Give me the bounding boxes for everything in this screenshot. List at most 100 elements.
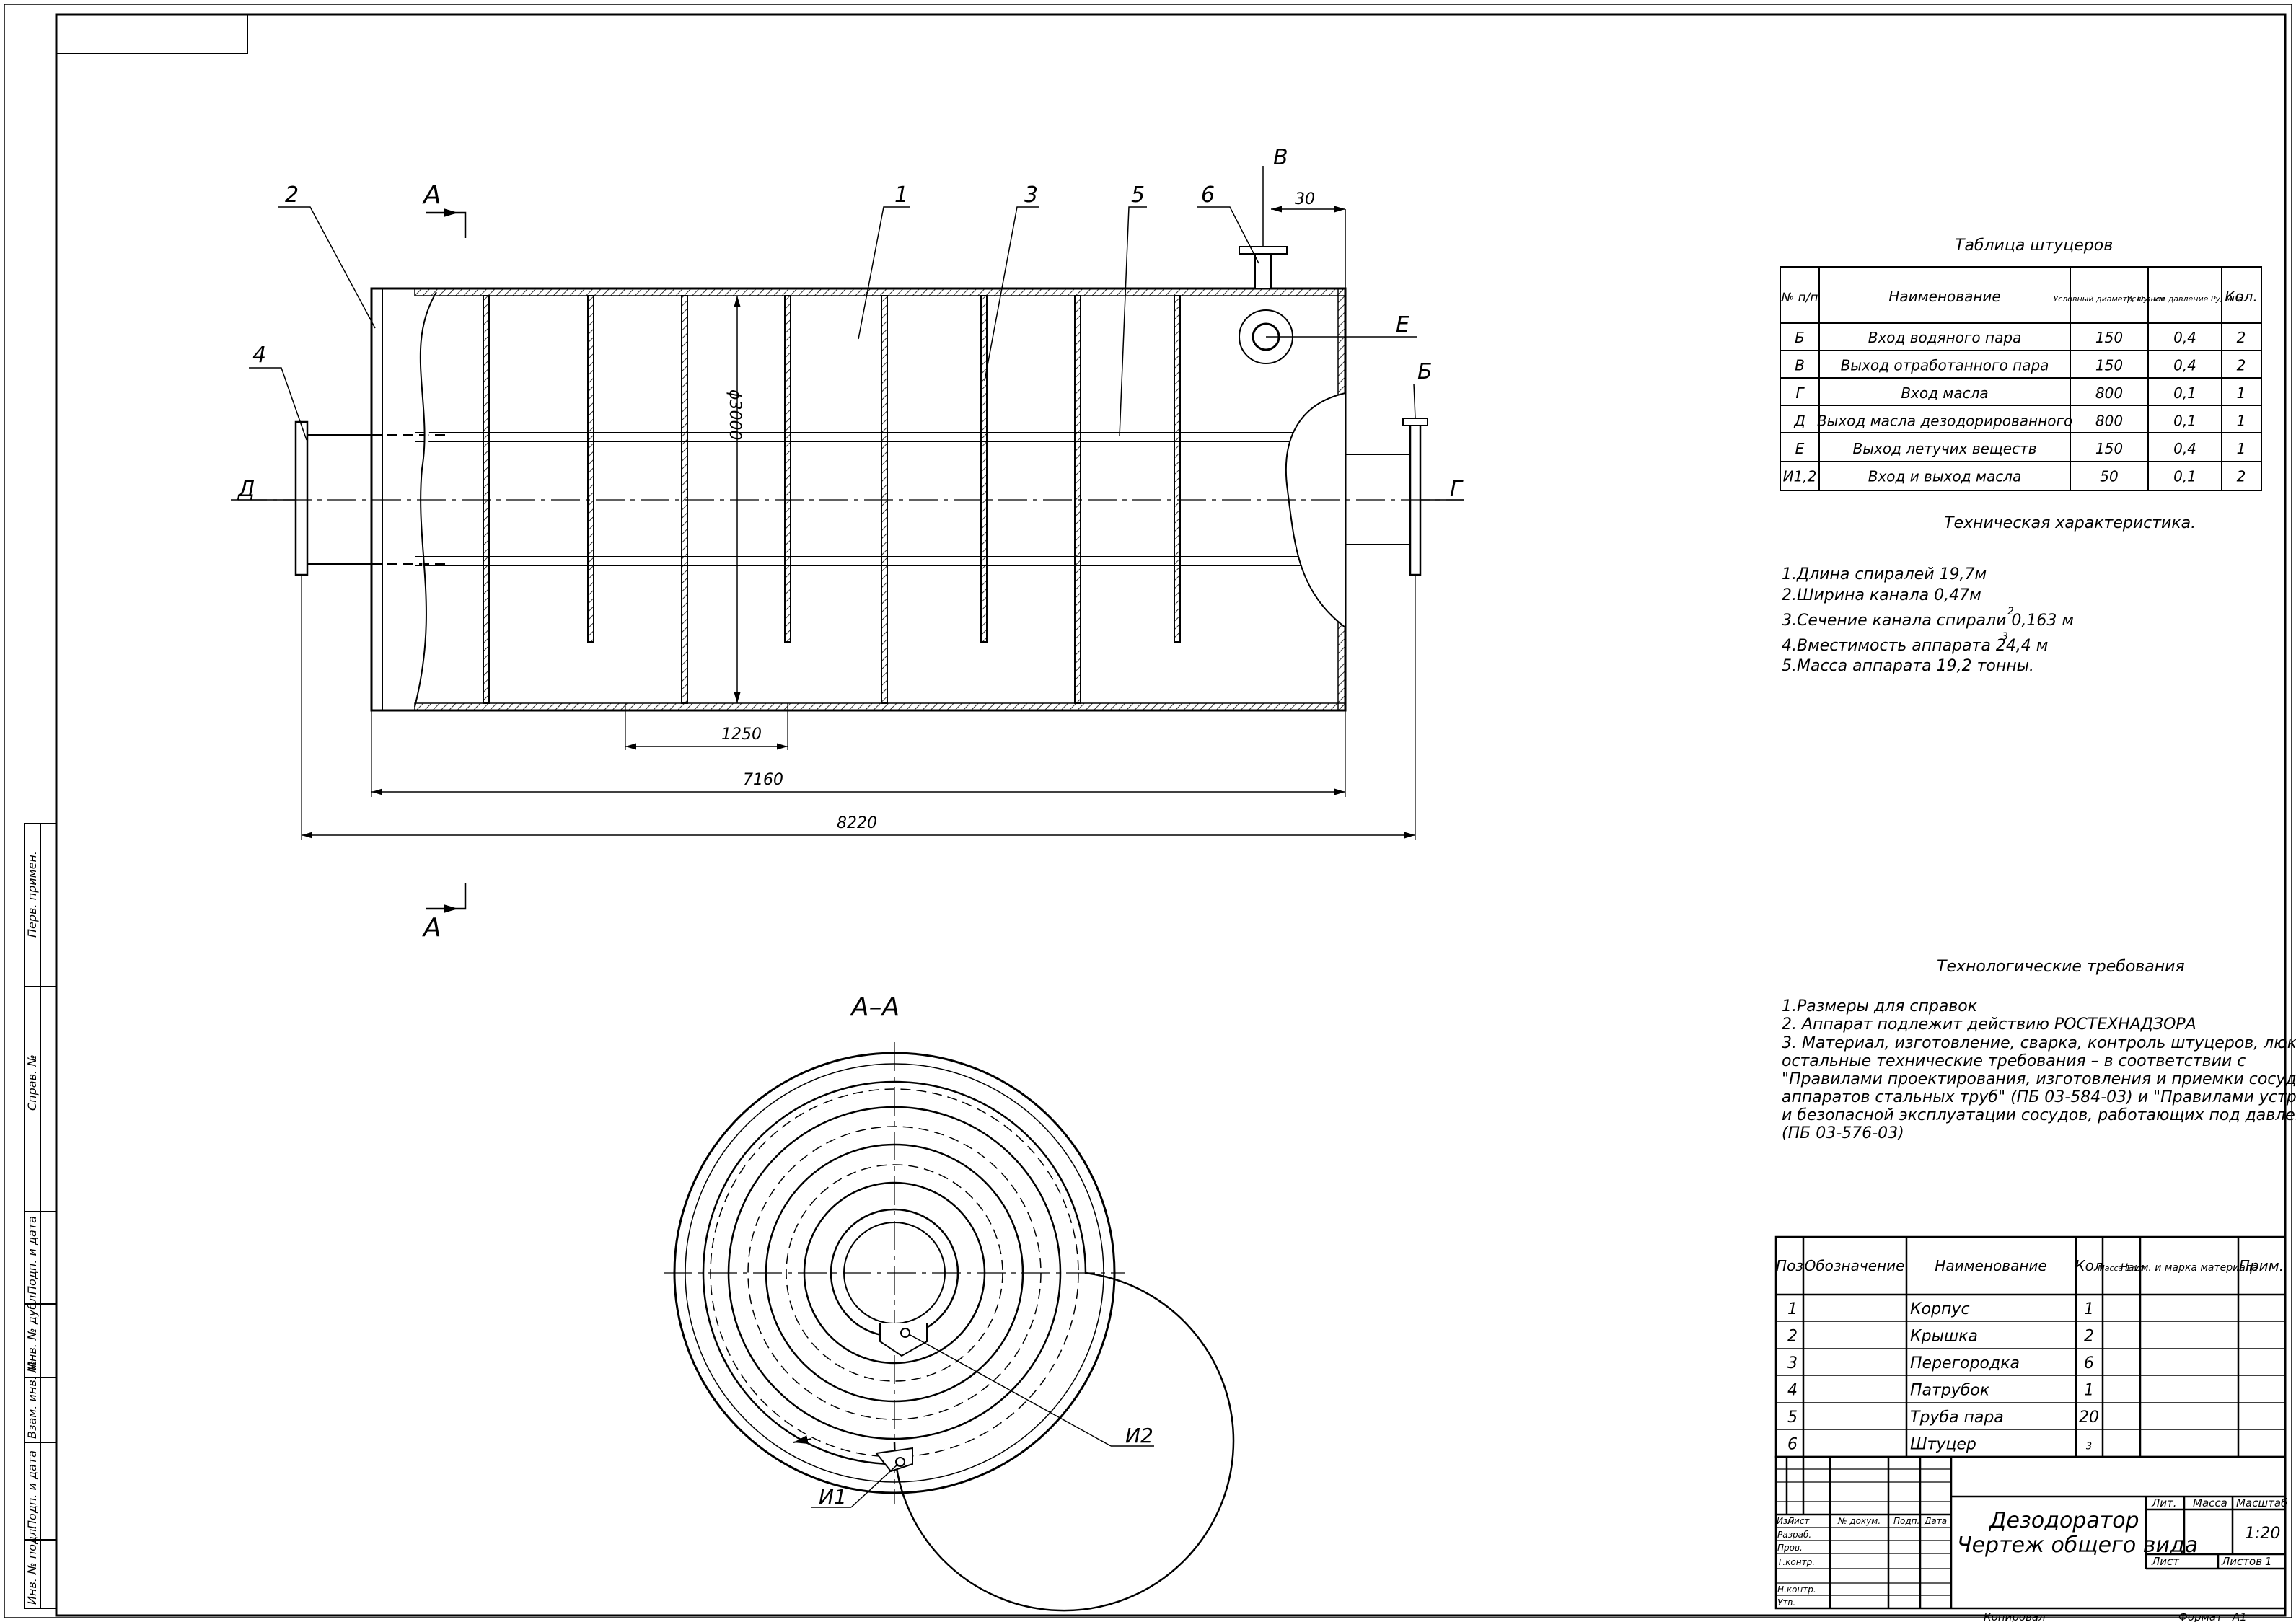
- stamp-1: Перв. примен.: [25, 851, 39, 938]
- dim-7160: 7160: [743, 771, 783, 789]
- nt-h1: № п/п: [1780, 291, 1818, 305]
- nozzle-table-cell: 2: [2237, 357, 2246, 374]
- nozzle-table-cell: И1,2: [1783, 468, 1817, 485]
- nozzle-label-d: Д: [237, 477, 255, 502]
- nt-h3: Условный диаметр, Dу, мм: [2053, 294, 2165, 304]
- sheet-frame: [4, 4, 2292, 1618]
- tb-role-dev: Разраб.: [1777, 1530, 1811, 1540]
- vessel-labels: 2 1 3 5 6 4 В Е Б Д Г 30 ϕ3000 1250 7160…: [237, 145, 1464, 1022]
- tech-req-6: аппаратов стальных труб" (ПБ 03-584-03) …: [1782, 1088, 2296, 1106]
- tb-row-izm: Изм.: [1777, 1516, 1797, 1526]
- spec-h2: Обозначение: [1805, 1257, 1905, 1274]
- nozzle-table-cell: 150: [2095, 357, 2123, 374]
- nozzle-table-cell: Вход водяного пара: [1868, 329, 2022, 346]
- section-mark-top: А: [422, 180, 441, 210]
- spec-cell: Перегородка: [1910, 1354, 2020, 1372]
- spec-cell: 1: [2084, 1382, 2094, 1400]
- nozzle-table-cell: 800: [2095, 413, 2123, 430]
- callout-1: 1: [894, 182, 908, 208]
- spec-cell: Крышка: [1910, 1328, 1978, 1346]
- tech-req-2: 2. Аппарат подлежит действию РОСТЕХНАДЗО…: [1782, 1015, 2196, 1033]
- nozzle-table-cell: Е: [1795, 440, 1805, 457]
- nozzle-table-cell: 2: [2237, 468, 2246, 485]
- tb-format: Формат: [2178, 1610, 2223, 1622]
- tech-char-2: 2.Ширина канала 0,47м: [1782, 586, 1981, 604]
- callout-4: 4: [252, 343, 266, 368]
- nozzle-table-cell: 0,1: [2173, 413, 2196, 430]
- tech-req-5: "Правилами проектирования, изготовления …: [1782, 1070, 2296, 1088]
- tb-row-list: Лист: [1787, 1516, 1810, 1526]
- tech-req-1: 1.Размеры для справок: [1782, 997, 1978, 1015]
- callout-2: 2: [285, 182, 299, 208]
- stamp-7: Инв. № подл.: [25, 1525, 39, 1605]
- callout-6: 6: [1201, 182, 1215, 208]
- spec-cell: 3: [2086, 1442, 2092, 1453]
- tb-sheets-value: 1: [2265, 1555, 2272, 1568]
- spec-h6: Наим. и марка материала: [2121, 1262, 2258, 1274]
- tech-req-title: Технологические требования: [1937, 958, 2185, 976]
- tech-char-4-sup: 3: [2002, 631, 2008, 643]
- nozzle-label-v: В: [1273, 145, 1288, 170]
- dim-diameter: ϕ3000: [726, 389, 744, 441]
- nozzle-table-cell: 800: [2095, 384, 2123, 402]
- nozzle-table-cell: Выход масла дезодорированного: [1817, 413, 2072, 430]
- nozzle-table-cell: Выход летучих веществ: [1852, 440, 2036, 457]
- tech-req-7: и безопасной эксплуатации сосудов, работ…: [1782, 1106, 2296, 1124]
- tb-role-check: Пров.: [1777, 1543, 1803, 1553]
- tb-sheet-label: Лист: [2151, 1555, 2180, 1568]
- nozzle-table-cell: Г: [1795, 384, 1805, 402]
- spec-cell: 1: [1787, 1300, 1798, 1318]
- nozzle-table-cell: 0,4: [2173, 357, 2196, 374]
- spec-cell: 1: [2084, 1300, 2094, 1318]
- tb-lit-label: Лит.: [2151, 1497, 2177, 1509]
- tech-char-1: 1.Длина спиралей 19,7м: [1782, 565, 1987, 583]
- dim-1250: 1250: [721, 726, 762, 744]
- nozzle-table-title: Таблица штуцеров: [1955, 237, 2113, 255]
- nozzle-table-cell: 150: [2095, 329, 2123, 346]
- nozzle-label-i1: И1: [819, 1485, 847, 1509]
- vessel-main-view: [231, 166, 1464, 913]
- spec-cell: 6: [2084, 1354, 2094, 1372]
- tb-format-value: А1: [2232, 1610, 2247, 1622]
- nozzle-table-cell: 1: [2237, 384, 2246, 402]
- title-block: Изм. Лист № докум. Подп. Дата Разраб. Пр…: [1774, 1455, 2287, 1622]
- nozzle-table-cell: 0,1: [2173, 468, 2196, 485]
- nozzle-label-g: Г: [1450, 477, 1464, 502]
- nozzle-table-cell: 0,4: [2173, 329, 2196, 346]
- tb-sheets-label: Листов: [2221, 1555, 2262, 1568]
- callout-3: 3: [1024, 182, 1038, 208]
- tech-req-3: 3. Материал, изготовление, сварка, контр…: [1782, 1034, 2296, 1052]
- nozzle-table-cell: 0,1: [2173, 384, 2196, 402]
- tb-scale-value: 1:20: [2245, 1525, 2280, 1543]
- callout-5: 5: [1131, 182, 1145, 208]
- nozzle-label-e: Е: [1396, 312, 1409, 338]
- tb-row-doc: № докум.: [1837, 1516, 1881, 1526]
- tech-requirements: Технологические требования 1.Размеры для…: [1782, 958, 2296, 1142]
- section-mark-bottom: А: [422, 913, 441, 943]
- nozzle-table-cell: 0,4: [2173, 440, 2196, 457]
- nt-h2: Наименование: [1888, 288, 2000, 305]
- section-a-a-view: [664, 1042, 1235, 1612]
- nozzle-table: Таблица штуцеров № п/п Наименование Усло…: [1780, 237, 2262, 491]
- nozzle-table-cell: 150: [2095, 440, 2123, 457]
- spec-cell: 20: [2079, 1409, 2099, 1427]
- spec-table: Поз Обозначение Наименование Кол Масса 1…: [1774, 1235, 2287, 1458]
- nozzle-table-cell: Вход масла: [1901, 384, 1988, 402]
- tech-char-3-sup: 2: [2007, 606, 2014, 617]
- dim-30: 30: [1295, 190, 1315, 208]
- stamp-6: Подп. и дата: [25, 1450, 39, 1529]
- side-stamp-column: Перв. примен. Справ. № Подп. и дата Инв.…: [24, 823, 57, 1609]
- tb-row-sign: Подп.: [1893, 1516, 1919, 1526]
- tb-role-tcontr: Т.контр.: [1777, 1557, 1815, 1567]
- section-labels: И2 И1: [819, 1424, 1153, 1509]
- tb-role-ncontr: Н.контр.: [1777, 1584, 1816, 1595]
- spec-cell: 5: [1787, 1409, 1798, 1427]
- stamp-5: Взам. инв. №: [25, 1360, 39, 1439]
- tb-row-date: Дата: [1924, 1516, 1947, 1526]
- spec-cell: Корпус: [1910, 1300, 1970, 1318]
- nozzle-table-cell: Выход отработанного пара: [1841, 357, 2049, 374]
- tb-mass-label: Масса: [2193, 1497, 2227, 1509]
- tb-name-2: Чертеж общего вида: [1957, 1533, 2198, 1558]
- tech-req-4: остальные технические требования – в соо…: [1782, 1052, 2246, 1070]
